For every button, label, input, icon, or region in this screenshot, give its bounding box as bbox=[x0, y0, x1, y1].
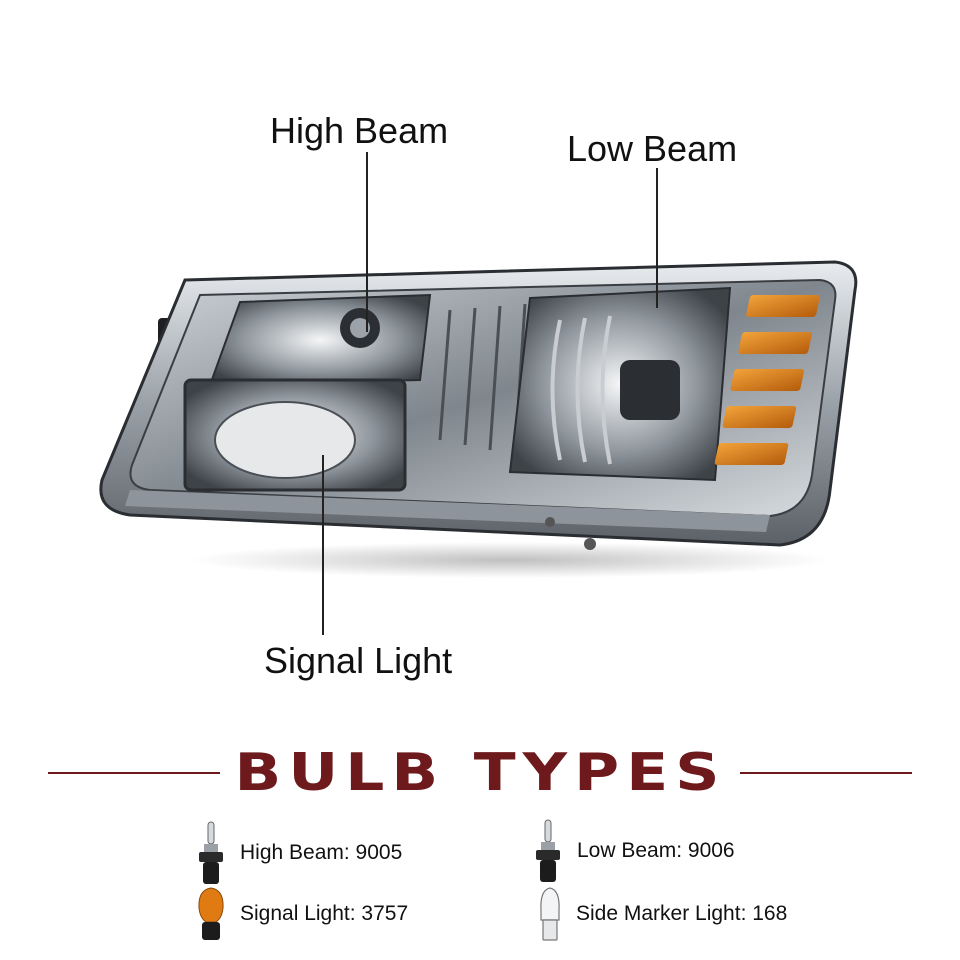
halogen-bulb-icon bbox=[199, 821, 223, 884]
heading-rule-right bbox=[740, 772, 912, 774]
low-beam-leader bbox=[656, 168, 658, 308]
bulb-item-low-beam: Low Beam: 9006 bbox=[533, 818, 735, 884]
bulb-item-high-beam: High Beam: 9005 bbox=[196, 820, 402, 886]
bulb-label: Low Beam: 9006 bbox=[577, 839, 735, 862]
headlight-image bbox=[90, 240, 870, 580]
signal-light-callout: Signal Light bbox=[264, 640, 453, 681]
section-title: BULB TYPES bbox=[222, 743, 738, 803]
amber-bulb-icon bbox=[198, 887, 224, 940]
low-beam-callout: Low Beam bbox=[567, 128, 738, 169]
heading-rule-left bbox=[48, 772, 220, 774]
high-beam-leader bbox=[366, 152, 368, 332]
halogen-bulb-icon bbox=[536, 819, 560, 882]
wedge-bulb-icon bbox=[540, 887, 560, 941]
headlight-drawing bbox=[99, 260, 858, 578]
signal-light-leader bbox=[322, 455, 324, 635]
bulb-item-signal-light: Signal Light: 3757 bbox=[196, 886, 408, 942]
high-beam-callout: High Beam bbox=[270, 110, 449, 151]
bulb-types-heading: BULB TYPES bbox=[0, 738, 960, 808]
bulb-item-side-marker: Side Marker Light: 168 bbox=[538, 886, 787, 942]
bulb-label: High Beam: 9005 bbox=[240, 841, 403, 864]
bulb-label: Signal Light: 3757 bbox=[240, 902, 409, 925]
bulb-label: Side Marker Light: 168 bbox=[576, 902, 788, 925]
